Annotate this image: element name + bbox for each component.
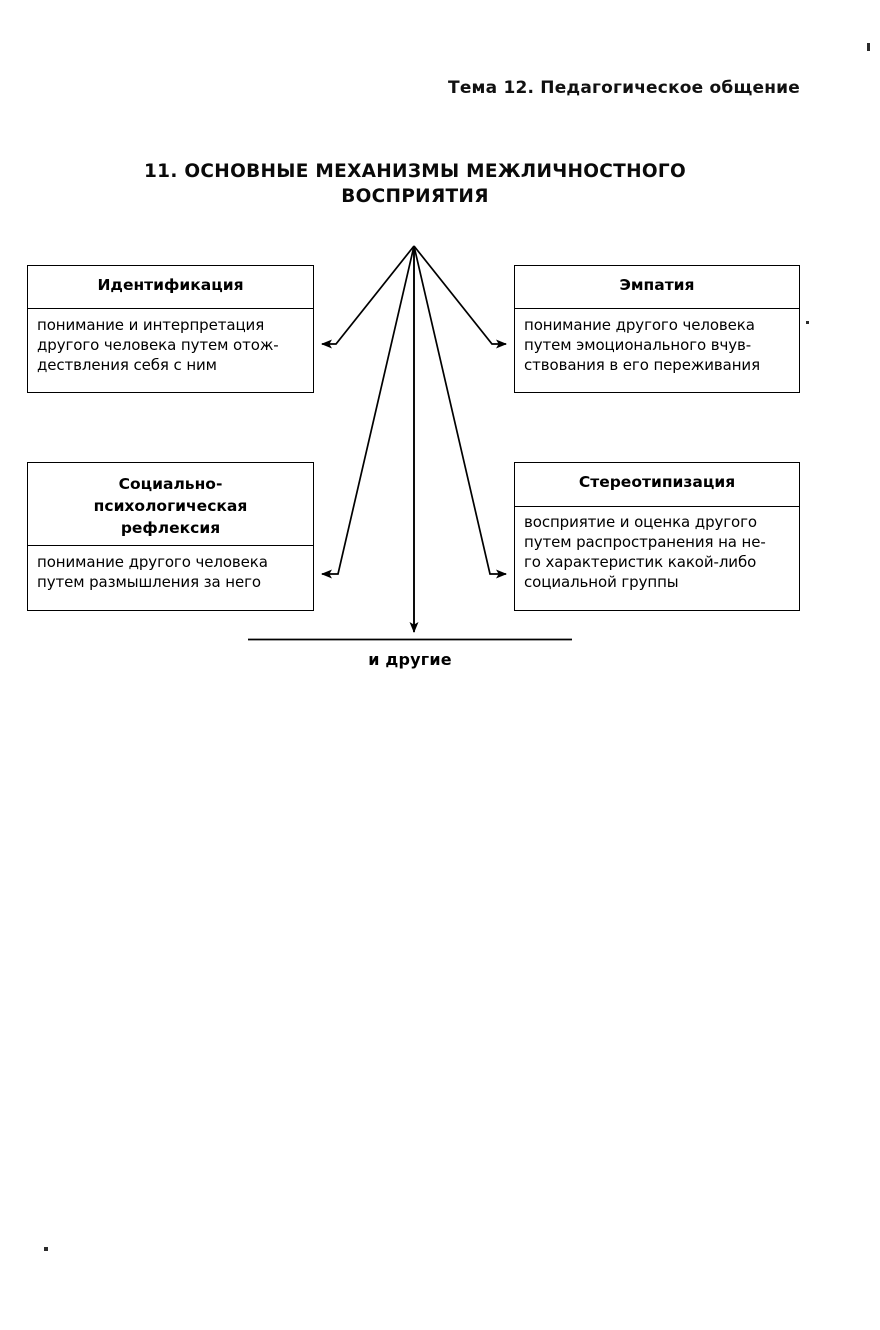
- node-stereotyping-body-line-2: путем распространения на не-: [524, 532, 766, 551]
- node-empathy-title: Эмпатия: [515, 266, 799, 309]
- node-reflection-title: Социально- психологическая рефлексия: [28, 463, 313, 546]
- node-stereotyping[interactable]: Стереотипизация восприятие и оценка друг…: [514, 462, 800, 611]
- scan-speck-right-middle: [806, 321, 809, 324]
- node-stereotyping-body-line-3: го характеристик какой-либо: [524, 552, 757, 571]
- arrow-to-reflection: [321, 245, 415, 579]
- node-identification-body-line-1: понимание и интерпретация: [37, 316, 265, 334]
- node-reflection-body: понимание другого человека путем размышл…: [28, 546, 313, 601]
- scan-speck-top-right: [867, 43, 870, 51]
- node-identification-title-line-1: Идентификация: [97, 276, 244, 294]
- node-reflection-body-line-2: путем размышления за него: [37, 572, 262, 591]
- node-identification-body-line-2: другого человека путем отож-: [37, 335, 279, 354]
- node-reflection-title-line-2: психологическая: [93, 497, 248, 515]
- page-title-line-2: ВОСПРИЯТИЯ: [341, 185, 489, 207]
- node-reflection-title-line-3: рефлексия: [120, 519, 221, 537]
- node-stereotyping-title-line-1: Стереотипизация: [578, 473, 736, 491]
- node-empathy-body: понимание другого человека путем эмоцион…: [515, 309, 799, 384]
- node-reflection[interactable]: Социально- психологическая рефлексия пон…: [27, 462, 314, 611]
- node-empathy-body-line-3: ствования в его переживания: [524, 355, 761, 374]
- node-stereotyping-body: восприятие и оценка другого путем распро…: [515, 507, 799, 601]
- node-identification-body: понимание и интерпретация другого челове…: [28, 309, 313, 384]
- scan-speck-bottom-left: [44, 1247, 48, 1251]
- running-head: Тема 12. Педагогическое общение: [448, 78, 800, 98]
- node-identification-title: Идентификация: [28, 266, 313, 309]
- arrow-to-empathy: [413, 245, 507, 349]
- node-stereotyping-body-line-1: восприятие и оценка другого: [524, 513, 757, 531]
- arrow-to-identification: [321, 245, 415, 349]
- node-reflection-title-line-1: Социально-: [118, 475, 223, 493]
- node-empathy-body-line-1: понимание другого человека: [524, 316, 755, 334]
- page-title-line-1: 11. ОСНОВНЫЕ МЕХАНИЗМЫ МЕЖЛИЧНОСТНОГО: [143, 161, 687, 182]
- node-empathy[interactable]: Эмпатия понимание другого человека путем…: [514, 265, 800, 393]
- node-identification-body-line-3: дествления себя с ним: [37, 355, 217, 374]
- node-empathy-body-line-2: путем эмоционального вчув-: [524, 335, 752, 354]
- page-title: 11. ОСНОВНЫЕ МЕХАНИЗМЫ МЕЖЛИЧНОСТНОГО ВО…: [120, 160, 710, 209]
- node-empathy-title-line-1: Эмпатия: [619, 276, 695, 294]
- arrow-to-stereotyping: [413, 245, 507, 579]
- node-reflection-body-line-1: понимание другого человека: [37, 553, 268, 571]
- node-stereotyping-title: Стереотипизация: [515, 463, 799, 507]
- node-identification[interactable]: Идентификация понимание и интерпретация …: [27, 265, 314, 393]
- node-stereotyping-body-line-4: социальной группы: [524, 572, 679, 591]
- others-label: и другие: [368, 650, 452, 669]
